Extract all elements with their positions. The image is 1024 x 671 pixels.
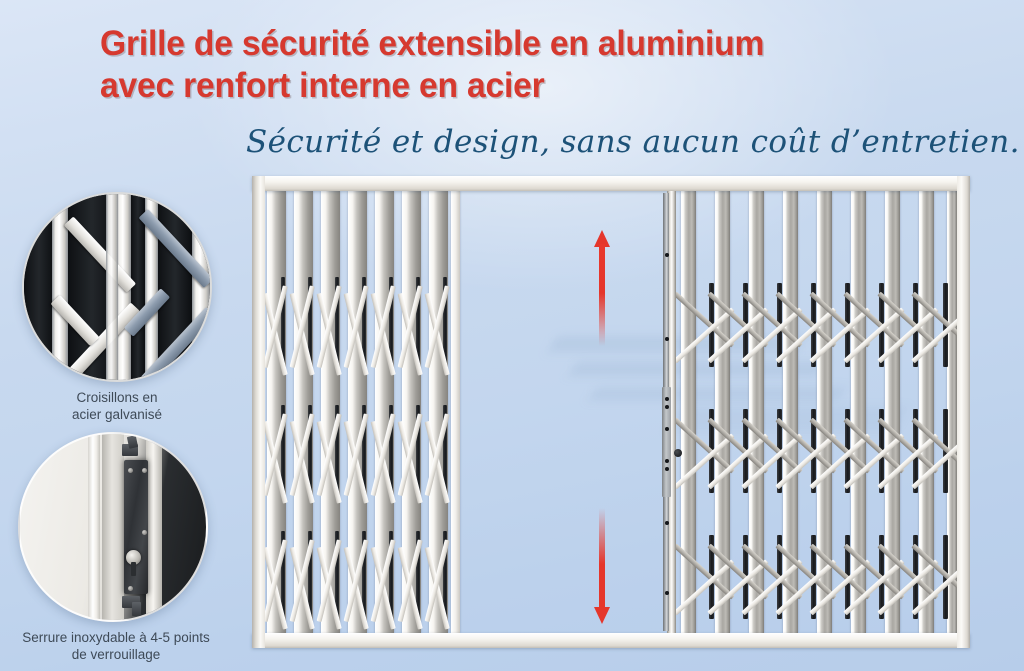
arrow-up-icon (594, 230, 610, 346)
security-gate-photo (252, 176, 970, 648)
serrure-photo (18, 432, 208, 622)
croisillons-photo (22, 192, 212, 382)
gate-left-panel (265, 191, 461, 633)
arrow-down-icon (594, 508, 610, 624)
gate-frame-left (252, 176, 265, 648)
serrure-caption: Serrure inoxydable à 4-5 points de verro… (22, 630, 210, 663)
detail-serrure: Serrure inoxydable à 4-5 points de verro… (18, 432, 214, 664)
croisillons-caption: Croisillons en acier galvanisé (71, 390, 163, 423)
gate-open-gap (461, 191, 663, 633)
gate-frame-bottom (252, 633, 970, 648)
gate-frame-right (957, 176, 970, 648)
page-title: Grille de sécurité extensible en alumini… (100, 24, 765, 106)
gate-frame-top (252, 176, 970, 191)
gate-right-panel (673, 191, 957, 633)
gate-lock-post (662, 191, 683, 633)
detail-croisillons: Croisillons en acier galvanisé (22, 192, 212, 424)
page-subtitle: Sécurité et design, sans aucun coût d’en… (246, 124, 1020, 160)
